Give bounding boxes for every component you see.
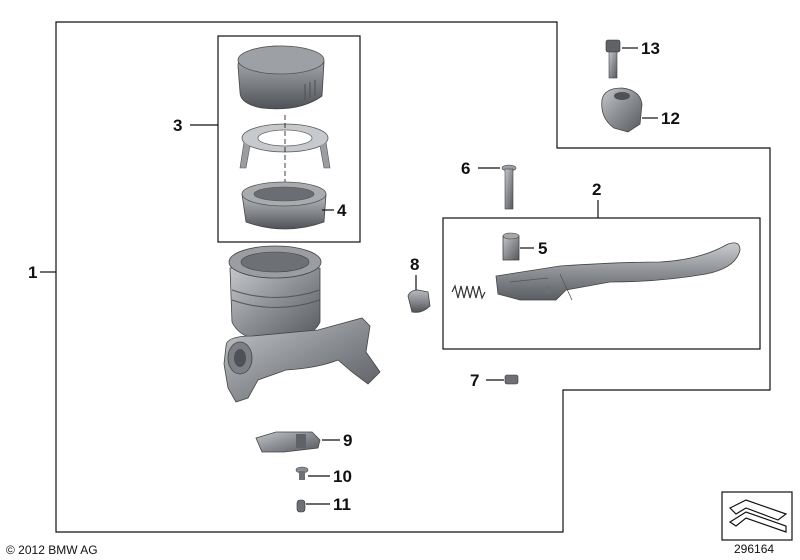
callout-7: 7	[470, 371, 479, 390]
diaphragm-ring	[239, 123, 331, 169]
callout-9: 9	[343, 431, 352, 450]
diagram-number: 296164	[734, 542, 774, 556]
callout-13: 13	[641, 39, 660, 58]
reservoir-cap	[237, 45, 325, 110]
callout-10: 10	[333, 467, 352, 486]
lever-bushing	[502, 232, 520, 261]
callout-3: 3	[173, 116, 182, 135]
callout-6: 6	[461, 159, 470, 178]
reservoir-insert	[241, 181, 327, 230]
lock-nut	[504, 374, 519, 385]
callout-5: 5	[538, 239, 547, 258]
bleeder-cap	[296, 499, 306, 513]
callout-12: 12	[661, 109, 680, 128]
callout-4: 4	[337, 201, 347, 220]
reservoir-frame	[217, 35, 361, 243]
hand-lever	[495, 242, 741, 301]
lever-frame	[442, 217, 761, 350]
return-spring	[451, 284, 486, 300]
callout-1: 1	[28, 263, 37, 282]
handlebar-clamp	[601, 87, 643, 133]
copyright-text: © 2012 BMW AG	[6, 543, 98, 557]
dust-boot	[407, 289, 431, 313]
master-cylinder-body	[223, 245, 381, 403]
clamp-screw	[605, 39, 621, 79]
callout-2: 2	[592, 180, 601, 199]
switch-screw	[295, 466, 309, 480]
assembly-outline	[55, 21, 771, 533]
brake-light-switch	[255, 431, 321, 453]
callout-8: 8	[410, 255, 419, 274]
pivot-bolt	[501, 164, 517, 210]
view-orientation-icon	[721, 491, 793, 541]
callout-11: 11	[333, 495, 351, 514]
